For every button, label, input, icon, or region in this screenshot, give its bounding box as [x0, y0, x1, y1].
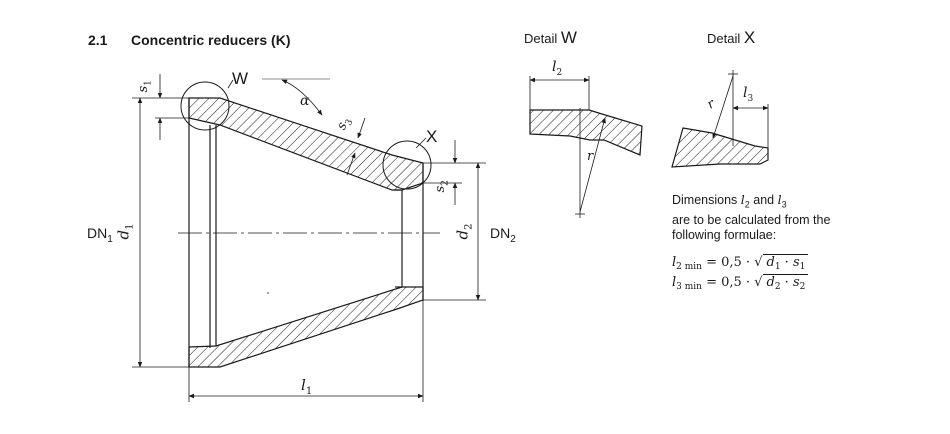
detail-x-circle [382, 140, 432, 190]
alpha-angle-arc [281, 79, 323, 116]
label-r-w: r [587, 149, 594, 164]
notes-line-3: following formulae: [672, 227, 777, 242]
detail-w-radius-line [579, 117, 606, 213]
notes-line-2: are to be calculated from the [672, 212, 831, 227]
upper-wall-section [188, 97, 424, 191]
formula-notes: Dimensions l2 and l3 are to be calculate… [672, 192, 830, 243]
detail-x-drawing [671, 70, 769, 168]
label-dn1: DN1 [87, 225, 113, 245]
label-alpha: α [300, 93, 310, 109]
detail-x-prefix: Detail [707, 31, 741, 46]
label-s2: s2 [432, 180, 451, 193]
section-title: Concentric reducers (K) [131, 32, 291, 48]
formula-l3: l3 min = 0,5 · √d2 · s2 [672, 274, 809, 292]
lower-wall-section [188, 286, 424, 368]
s3-dimension-line [346, 152, 356, 176]
detail-w-letter: W [560, 28, 577, 47]
detail-w-title: Detail W [524, 28, 577, 48]
label-d1: d1 [114, 223, 136, 240]
detail-w-circle [180, 81, 230, 131]
label-w: W [232, 69, 249, 88]
detail-w-drawing [529, 76, 643, 218]
notes-line-1: Dimensions l2 and l3 [672, 192, 787, 210]
label-x: X [426, 127, 438, 146]
detail-x-radius-line [712, 75, 734, 139]
detail-w-prefix: Detail [524, 31, 558, 46]
formula-l2: l2 min = 0,5 · √d1 · s1 [672, 254, 809, 272]
section-number: 2.1 [88, 32, 108, 48]
label-l2: l2 [552, 59, 563, 78]
label-s1: s1 [135, 80, 154, 93]
label-l3: l3 [743, 85, 754, 104]
label-dn2: DN2 [490, 225, 516, 245]
label-d2: d2 [453, 223, 475, 240]
detail-x-title: Detail X [707, 28, 755, 48]
label-l1: l1 [301, 376, 313, 397]
detail-x-letter: X [743, 28, 756, 47]
